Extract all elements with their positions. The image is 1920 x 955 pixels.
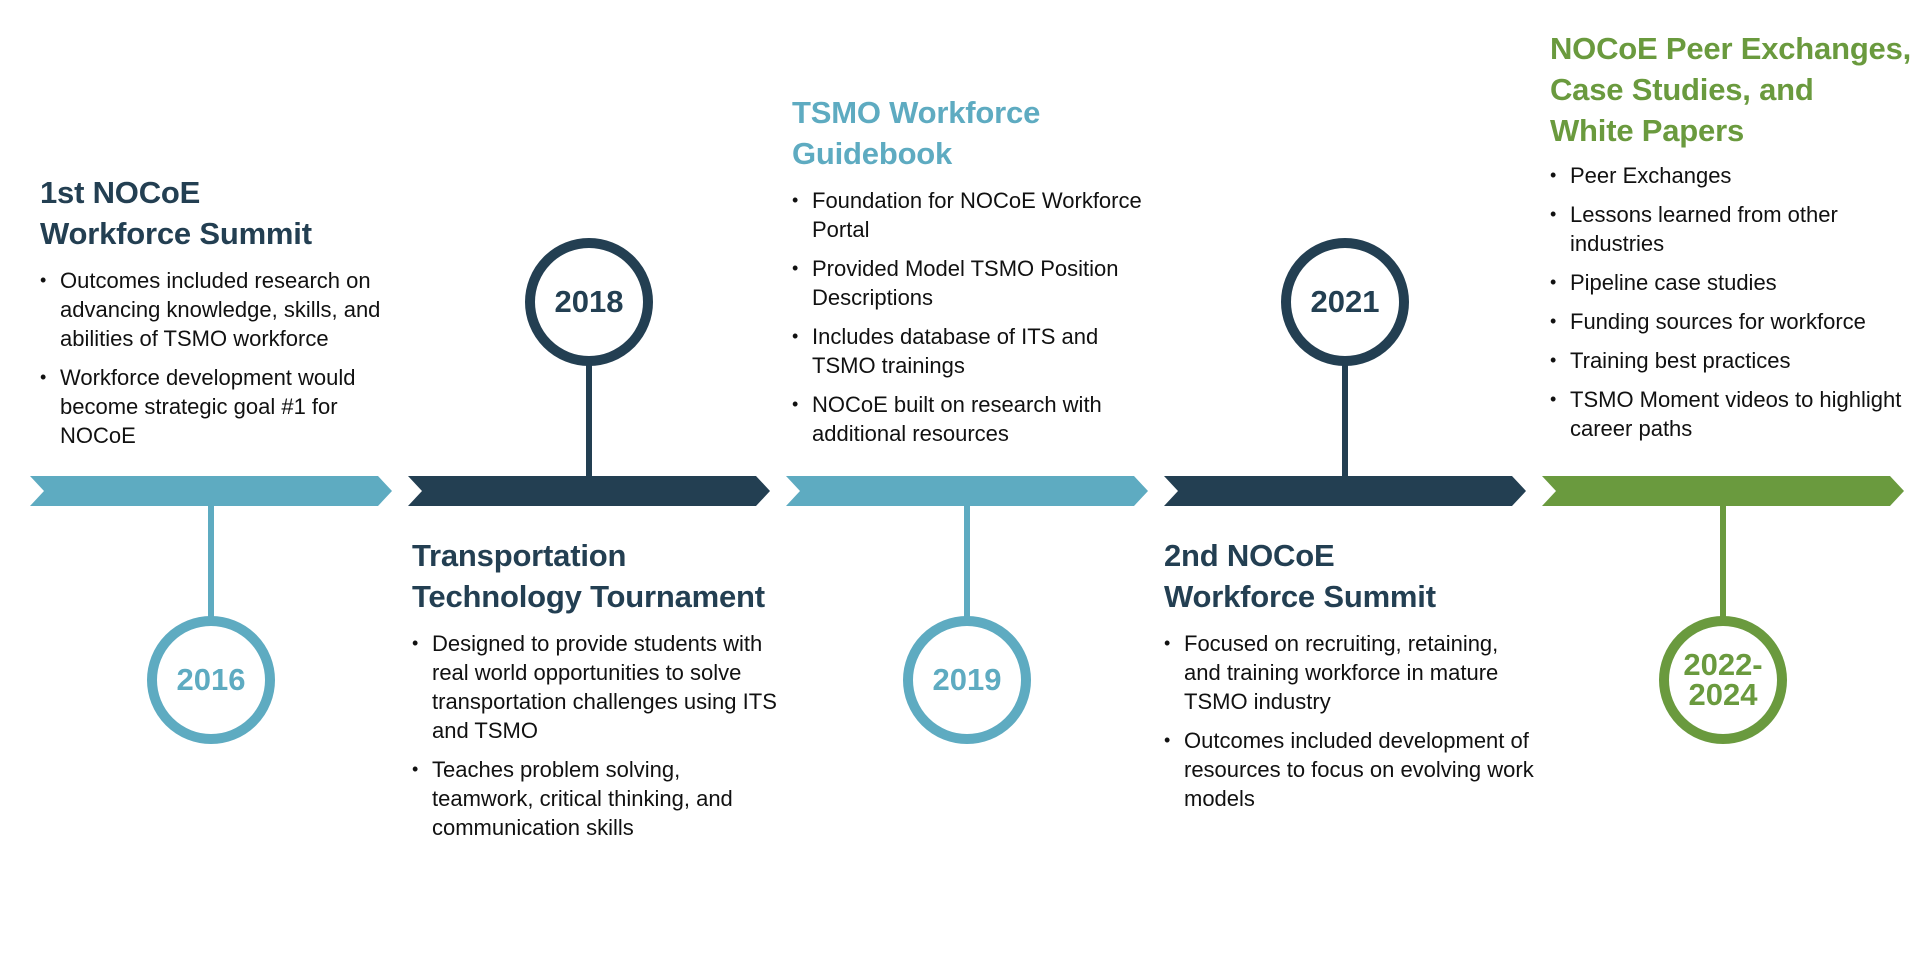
timeline-connectors — [208, 361, 1726, 621]
year-label-2016: 2016 — [176, 662, 246, 697]
timeline-arrows — [30, 476, 1904, 506]
milestone-title: NOCoE Peer Exchanges, Case Studies, and … — [1550, 31, 1912, 148]
timeline-arrow-segment — [1164, 476, 1526, 506]
year-ring — [525, 238, 653, 366]
bullet-item: Foundation for NOCoE Workforce Portal — [792, 186, 1162, 244]
year-ring — [1659, 616, 1787, 744]
connector-line — [586, 361, 592, 476]
milestone-2021: 2nd NOCoE Workforce Summit Focused on re… — [1164, 535, 1534, 823]
milestone-title: TSMO Workforce Guidebook — [792, 95, 1041, 171]
milestone-bullets: Focused on recruiting, retaining, and tr… — [1164, 629, 1534, 813]
milestone-title: Transportation Technology Tournament — [412, 538, 765, 614]
timeline-arrow-segment — [786, 476, 1148, 506]
bullet-item: Focused on recruiting, retaining, and tr… — [1164, 629, 1534, 716]
milestone-bullets: Peer Exchanges Lessons learned from othe… — [1550, 161, 1912, 443]
year-ring — [1281, 238, 1409, 366]
bullet-item: Teaches problem solving, teamwork, criti… — [412, 755, 782, 842]
milestone-2019: TSMO Workforce Guidebook Foundation for … — [792, 92, 1162, 458]
timeline-arrow-segment — [408, 476, 770, 506]
bullet-item: Lessons learned from other industries — [1550, 200, 1912, 258]
milestone-2022-2024: NOCoE Peer Exchanges, Case Studies, and … — [1550, 28, 1912, 453]
bullet-item: Outcomes included development of resourc… — [1164, 726, 1534, 813]
year-label-2018: 2018 — [554, 284, 624, 319]
bullet-item: Includes database of ITS and TSMO traini… — [792, 322, 1162, 380]
connector-line — [964, 506, 970, 621]
year-markers — [147, 238, 1787, 744]
milestone-2016: 1st NOCoE Workforce Summit Outcomes incl… — [40, 172, 400, 460]
milestone-title: 2nd NOCoE Workforce Summit — [1164, 538, 1436, 614]
year-label-2022-2024: 2022- 2024 — [1683, 647, 1763, 712]
bullet-item: Pipeline case studies — [1550, 268, 1912, 297]
timeline-arrow-segment — [30, 476, 392, 506]
bullet-item: Provided Model TSMO Position Description… — [792, 254, 1162, 312]
year-label-2019: 2019 — [932, 662, 1002, 697]
milestone-bullets: Outcomes included research on advancing … — [40, 266, 400, 450]
milestone-2018: Transportation Technology Tournament Des… — [412, 535, 782, 852]
bullet-item: NOCoE built on research with additional … — [792, 390, 1162, 448]
connector-line — [1720, 506, 1726, 621]
bullet-item: TSMO Moment videos to highlight career p… — [1550, 385, 1912, 443]
bullet-item: Funding sources for workforce — [1550, 307, 1912, 336]
bullet-item: Workforce development would become strat… — [40, 363, 400, 450]
bullet-item: Peer Exchanges — [1550, 161, 1912, 190]
milestone-bullets: Foundation for NOCoE Workforce Portal Pr… — [792, 186, 1162, 448]
connector-line — [1342, 361, 1348, 476]
milestone-title: 1st NOCoE Workforce Summit — [40, 175, 312, 251]
bullet-item: Outcomes included research on advancing … — [40, 266, 400, 353]
bullet-item: Training best practices — [1550, 346, 1912, 375]
timeline-arrow-segment — [1542, 476, 1904, 506]
connector-line — [208, 506, 214, 621]
bullet-item: Designed to provide students with real w… — [412, 629, 782, 745]
year-label-2021: 2021 — [1310, 284, 1380, 319]
year-ring — [147, 616, 275, 744]
milestone-bullets: Designed to provide students with real w… — [412, 629, 782, 842]
year-ring — [903, 616, 1031, 744]
